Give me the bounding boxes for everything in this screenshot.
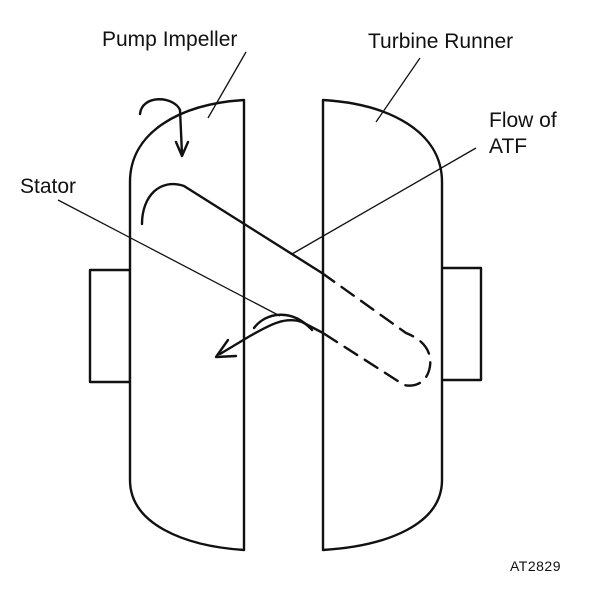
rotation-arrowhead <box>174 140 190 158</box>
flow-of-label: Flow of <box>489 109 557 132</box>
flow-loop-dashed <box>320 271 432 387</box>
flow-loop-solid <box>140 183 324 275</box>
pump-leader <box>207 51 247 119</box>
flow-arrowhead <box>214 338 238 359</box>
pump-impeller-label: Pump Impeller <box>102 28 237 51</box>
stator-label: Stator <box>20 175 76 198</box>
stator-blade <box>252 313 314 332</box>
atf-label: ATF <box>489 135 527 158</box>
stator-leader <box>57 199 281 317</box>
figure-code: AT2829 <box>510 558 561 574</box>
turbine-hub <box>439 266 483 382</box>
turbine-runner-body <box>321 98 444 552</box>
turbine-runner-label: Turbine Runner <box>368 30 513 53</box>
pump-hub <box>88 268 132 384</box>
turbine-leader <box>375 57 421 123</box>
pump-impeller-body <box>128 98 246 552</box>
atf-leader <box>291 147 477 255</box>
rotation-arrow <box>138 98 184 156</box>
